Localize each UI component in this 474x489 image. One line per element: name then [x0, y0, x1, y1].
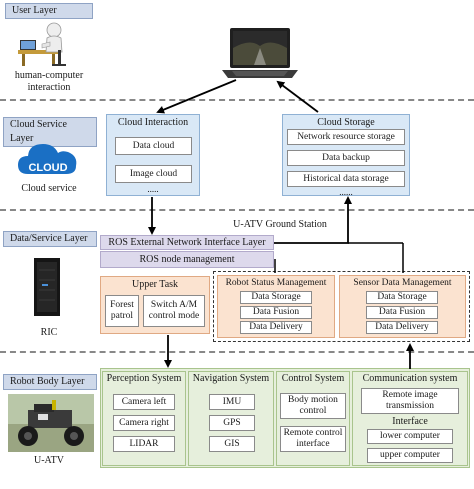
layer-separator-2 [0, 209, 474, 211]
control-system-panel: Control System Body motion control Remot… [276, 371, 350, 466]
image-cloud-box: Image cloud [115, 165, 192, 183]
robot-status-title: Robot Status Management [225, 278, 327, 288]
layer-separator-1 [0, 99, 474, 101]
data-service-layer-label: Data/Service Layer [3, 231, 97, 247]
perception-system-panel: Perception System Camera left Camera rig… [102, 371, 186, 466]
sensor-data-management-panel: Sensor Data Management Data Storage Data… [339, 275, 466, 338]
arrow-laptop-to-cloud-interaction [156, 79, 237, 114]
cloud-storage-panel: Cloud Storage Network resource storage D… [282, 114, 410, 197]
data-cloud-box: Data cloud [115, 137, 192, 155]
communication-title: Communication system [362, 373, 458, 384]
upper-task-panel: Upper Task Forest patrol Switch A/M cont… [100, 276, 210, 334]
ground-station-label: U-ATV Ground Station [233, 219, 327, 230]
lidar-box: LIDAR [113, 436, 175, 452]
control-title: Control System [281, 373, 345, 384]
laptop-icon [222, 28, 298, 78]
robot-data-delivery-box: Data Delivery [240, 321, 312, 334]
cloud-interaction-title: Cloud Interaction [117, 117, 189, 128]
communication-system-panel: Communication system Remote image transm… [352, 371, 468, 466]
user-at-computer-icon [18, 22, 66, 66]
gis-box: GIS [209, 436, 255, 452]
uatv-caption: U-ATV [34, 455, 64, 466]
sensor-data-storage-box: Data Storage [366, 291, 438, 304]
cloud-storage-title: Cloud Storage [317, 117, 375, 128]
management-group [213, 271, 470, 342]
remote-control-interface-box: Remote control interface [280, 426, 346, 452]
navigation-title: Navigation System [192, 373, 270, 384]
forest-patrol-box: Forest patrol [105, 295, 139, 327]
ros-external-interface-box: ROS External Network Interface Layer [100, 235, 274, 250]
camera-right-box: Camera right [113, 415, 175, 431]
remote-image-transmission-box: Remote image transmission [361, 388, 459, 414]
user-caption: human-computer interaction [14, 70, 84, 93]
body-motion-control-box: Body motion control [280, 393, 346, 419]
cloud-interaction-panel: Cloud Interaction Data cloud Image cloud… [106, 114, 200, 196]
upper-computer-box: upper computer [367, 448, 453, 463]
user-layer-label: User Layer [5, 3, 93, 19]
cloud-service-layer-label: Cloud Service Layer [3, 117, 97, 147]
atv-vehicle-icon [8, 394, 94, 452]
cloud-logo-icon [18, 144, 77, 174]
robot-data-fusion-box: Data Fusion [240, 306, 312, 319]
robot-body-layer-label: Robot Body Layer [3, 374, 97, 390]
camera-left-box: Camera left [113, 394, 175, 410]
data-backup-box: Data backup [287, 150, 405, 166]
sensor-data-delivery-box: Data Delivery [366, 321, 438, 334]
navigation-system-panel: Navigation System IMU GPS GIS [188, 371, 274, 466]
server-rack-icon [34, 258, 60, 316]
network-resource-storage-box: Network resource storage [287, 129, 405, 145]
robot-status-management-panel: Robot Status Management Data Storage Dat… [217, 275, 335, 338]
robot-data-storage-box: Data Storage [240, 291, 312, 304]
interface-title: Interface [392, 416, 428, 427]
imu-box: IMU [209, 394, 255, 410]
ric-caption: RIC [40, 327, 58, 338]
arrow-cloud-storage-to-laptop [276, 80, 319, 113]
gps-box: GPS [209, 415, 255, 431]
sensor-data-title: Sensor Data Management [353, 278, 452, 288]
upper-task-title: Upper Task [131, 279, 179, 290]
sensor-data-fusion-box: Data Fusion [366, 306, 438, 319]
historical-data-storage-box: Historical data storage [287, 171, 405, 187]
cloud-logo-text: CLOUD [28, 162, 68, 174]
cloud-storage-more: ...... [339, 187, 353, 197]
switch-control-mode-box: Switch A/M control mode [143, 295, 205, 327]
cloud-caption: Cloud service [21, 183, 77, 194]
lower-computer-box: lower computer [367, 429, 453, 444]
perception-title: Perception System [106, 373, 182, 384]
layer-separator-3 [0, 351, 474, 353]
connector-ros-to-cloud-storage [274, 196, 352, 244]
cloud-interaction-more: ..... [147, 184, 159, 194]
ros-node-management-box: ROS node management [100, 251, 274, 268]
